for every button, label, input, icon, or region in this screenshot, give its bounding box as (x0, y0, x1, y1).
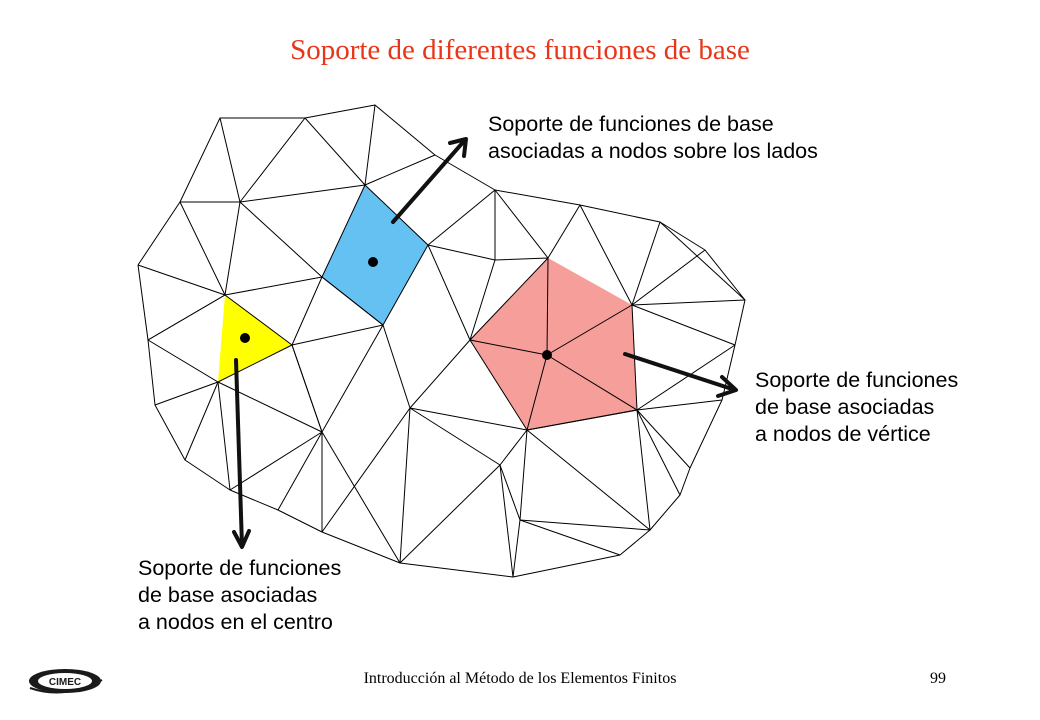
center-nodes-label: Soporte de funciones de base asociadas a… (138, 556, 342, 634)
footer-page-number: 99 (930, 670, 946, 687)
vertex-node-arrow (623, 352, 738, 398)
vertex-nodes-label: Soporte de funciones de base asociadas a… (755, 368, 959, 446)
center-node-support-region (218, 295, 292, 382)
cimec-logo: CIMEC (29, 669, 103, 694)
svg-text:CIMEC: CIMEC (49, 677, 81, 688)
edge-node-support-region (322, 185, 428, 325)
footer-course-title: Introducción al Método de los Elementos … (363, 670, 677, 687)
center-node-marker (240, 333, 250, 343)
mesh-edges (137, 104, 746, 578)
slide-title: Soporte de diferentes funciones de base (290, 34, 750, 66)
vertex-node-marker (542, 350, 552, 360)
edge-nodes-label: Soporte de funciones de base asociadas a… (488, 112, 818, 163)
center-node-arrow (232, 358, 251, 549)
vertex-node-support-region (470, 258, 637, 430)
edge-node-marker (368, 257, 378, 267)
edge-node-arrow (391, 137, 468, 224)
